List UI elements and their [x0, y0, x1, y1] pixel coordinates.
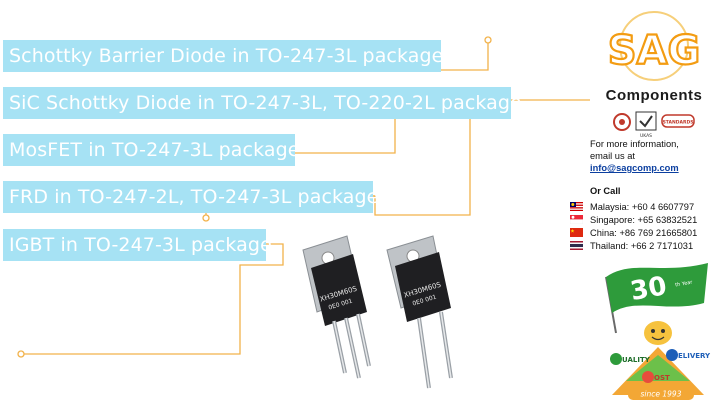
- contact-thailand: Thailand: +66 2 7171031: [570, 240, 693, 252]
- contact-info: For more information, email us at info@s…: [590, 138, 715, 197]
- logo-tagline: Components: [606, 87, 703, 104]
- logo-brand: SAG: [608, 28, 701, 74]
- contact-intro-line2: email us at: [590, 151, 635, 161]
- china-flag-icon: [570, 228, 583, 237]
- 30th-anniversary-graphic: 30 th Year UALITY ELIVERY OST since 1993: [605, 263, 711, 400]
- banner-mosfet: MosFET in TO-247-3L package: [3, 134, 299, 166]
- contact-intro-line1: For more information,: [590, 139, 679, 149]
- or-call-label: Or Call: [590, 186, 621, 196]
- anniversary-suffix: th Year: [675, 279, 694, 288]
- standards-badge-icon: [661, 114, 695, 128]
- banner-frd: FRD in TO-247-2L, TO-247-3L package: [3, 181, 378, 213]
- cert-standards-label: STANDARDS: [663, 120, 694, 126]
- mascot-icon: [644, 321, 672, 345]
- certification-badges: UKAS STANDARDS: [613, 111, 695, 139]
- thailand-flag-icon: [570, 241, 583, 250]
- chip-left: XH30M60S 0E0 001: [302, 235, 371, 379]
- cost-label: OST: [654, 374, 670, 382]
- anniversary-number: 30: [628, 271, 669, 307]
- green-flag-icon: [606, 263, 708, 313]
- banner-schottky-barrier-diode: Schottky Barrier Diode in TO-247-3L pack…: [3, 40, 443, 72]
- sag-logo: SAG Components: [606, 11, 703, 104]
- contact-malaysia-text[interactable]: Malaysia: +60 4 6607797: [590, 202, 695, 212]
- contact-china-text[interactable]: China: +86 769 21665801: [590, 228, 698, 238]
- contact-singapore-text[interactable]: Singapore: +65 63832521: [590, 215, 698, 225]
- cert-ukas-label: UKAS: [640, 133, 652, 139]
- singapore-flag-icon: [570, 215, 583, 224]
- delivery-label: ELIVERY: [678, 352, 711, 360]
- since-label: since 1993: [641, 390, 682, 399]
- malaysia-flag-icon: [570, 202, 583, 211]
- contact-malaysia: Malaysia: +60 4 6607797: [570, 201, 694, 213]
- contact-singapore: Singapore: +65 63832521: [570, 214, 697, 226]
- contact-china: China: +86 769 21665801: [570, 227, 697, 239]
- banner-igbt: IGBT in TO-247-3L package: [3, 229, 272, 261]
- email-link[interactable]: info@sagcomp.com: [590, 163, 679, 173]
- chip-right: XH30M60S 0E0 001: [386, 235, 453, 389]
- to247-component-image: XH30M60S 0E0 001 XH30M60S 0E0 001: [302, 235, 453, 389]
- banner-sic-schottky-diode: SiC Schottky Diode in TO-247-3L, TO-220-…: [3, 87, 522, 119]
- contact-thailand-text[interactable]: Thailand: +66 2 7171031: [590, 241, 694, 251]
- quality-label: UALITY: [622, 356, 651, 364]
- ukas-badge-icon: [635, 111, 657, 131]
